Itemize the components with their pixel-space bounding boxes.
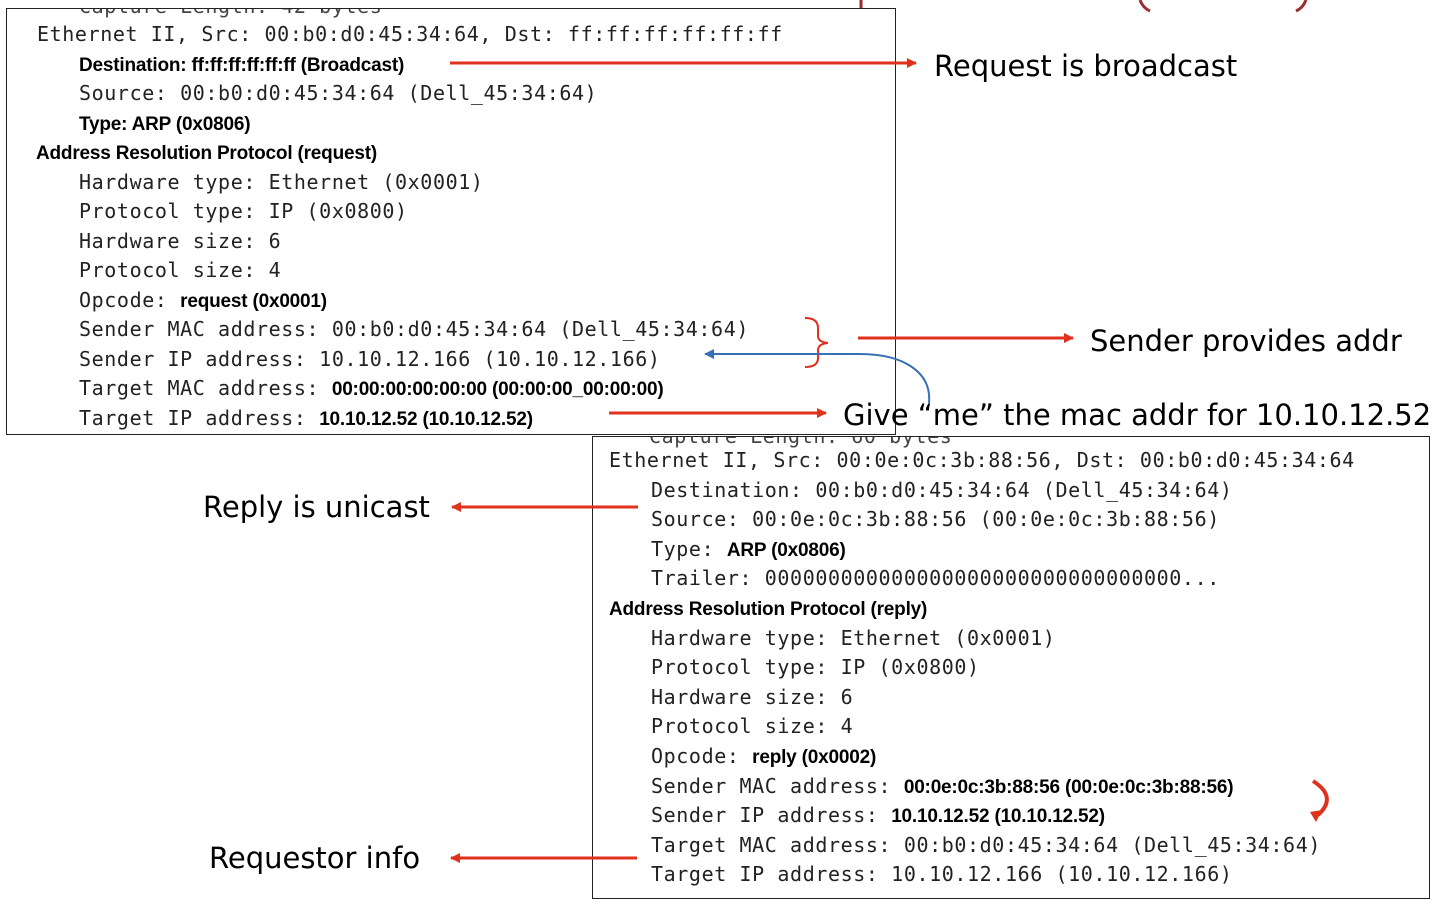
field-text: Source: 00:0e:0c:3b:88:56 (00:0e:0c:3b:8… — [651, 507, 1220, 532]
request-packet-line: Hardware type: Ethernet (0x0001) — [79, 169, 484, 195]
field-bold-text: 00:00:00:00:00:00 (00:00:00_00:00:00) — [331, 379, 664, 400]
request-packet-line: Destination: ff:ff:ff:ff:ff:ff (Broadcas… — [79, 51, 404, 79]
field-bold-text: Type: ARP (0x0806) — [79, 113, 251, 135]
note-give-me: Give “me” the mac addr for 10.10.12.52 — [843, 398, 1432, 432]
field-text: Destination: 00:b0:d0:45:34:64 (Dell_45:… — [651, 477, 1233, 502]
field-text: Hardware size: 6 — [79, 228, 282, 253]
arrow-give-me-curve — [704, 349, 931, 404]
field-bold-text: reply (0x0002) — [752, 747, 877, 768]
field-text: Target MAC address: 00:b0:d0:45:34:64 (D… — [651, 832, 1321, 857]
request-packet-line: Hardware size: 6 — [79, 228, 281, 254]
reply-packet-line: Sender MAC address: 00:0e:0c:3b:88:56 (0… — [651, 773, 1234, 801]
request-packet-line: Protocol type: IP (0x0800) — [79, 198, 408, 224]
field-text: Trailer: 0000000000000000000000000000000… — [651, 566, 1220, 591]
field-bold-text: 10.10.12.52 (10.10.12.52) — [891, 806, 1105, 828]
field-text: Opcode: — [651, 744, 753, 768]
field-text: Target IP address: 10.10.12.166 (10.10.1… — [651, 862, 1233, 887]
field-text: Type: — [651, 536, 727, 561]
reply-packet-line: Hardware type: Ethernet (0x0001) — [651, 625, 1056, 651]
reply-packet-line: Address Resolution Protocol (reply) — [609, 595, 927, 623]
note-sender-provides: Sender provides addr — [1090, 324, 1402, 358]
field-text: Target MAC address: — [79, 376, 332, 400]
request-packet-line: Sender MAC address: 00:b0:d0:45:34:64 (D… — [79, 316, 749, 342]
field-bold-text: Address Resolution Protocol (request) — [36, 143, 377, 164]
top-edge-paren-right — [1295, 0, 1308, 13]
request-packet-line: Address Resolution Protocol (request) — [36, 139, 377, 167]
request-packet-box: Capture Length: 42 bytes Ethernet II, Sr… — [6, 8, 896, 435]
field-text: Ethernet II, Src: 00:b0:d0:45:34:64, Dst… — [37, 22, 783, 46]
field-text: Protocol size: 4 — [79, 258, 282, 282]
field-text: Protocol type: IP (0x0800) — [651, 655, 980, 680]
field-text: Hardware size: 6 — [651, 684, 854, 709]
field-text: Hardware type: Ethernet (0x0001) — [79, 169, 484, 194]
reply-packet-line: Hardware size: 6 — [651, 684, 853, 710]
request-packet-line: Target IP address: 10.10.12.52 (10.10.12… — [79, 405, 533, 433]
reply-packet-line: Source: 00:0e:0c:3b:88:56 (00:0e:0c:3b:8… — [651, 506, 1220, 532]
field-text: Protocol size: 4 — [651, 714, 854, 739]
field-bold-text: 00:0e:0c:3b:88:56 (00:0e:0c:3b:88:56) — [903, 776, 1234, 798]
field-bold-text: Address Resolution Protocol (reply) — [609, 599, 928, 620]
reply-packet-line: Target IP address: 10.10.12.166 (10.10.1… — [651, 861, 1233, 887]
field-text: Hardware type: Ethernet (0x0001) — [651, 625, 1056, 650]
reply-cut-line: Capture Length: 60 bytes — [649, 436, 953, 448]
request-packet-line: Target MAC address: 00:00:00:00:00:00 (0… — [79, 375, 664, 403]
field-text: Ethernet II, Src: 00:0e:0c:3b:88:56, Dst… — [609, 448, 1355, 472]
request-cut-line: Capture Length: 42 bytes — [79, 9, 382, 19]
note-requestor-info: Requestor info — [209, 841, 421, 875]
field-bold-text: Destination: ff:ff:ff:ff:ff:ff (Broadcas… — [79, 54, 405, 76]
request-packet-line: Protocol size: 4 — [79, 257, 281, 283]
field-text: Opcode: — [79, 287, 181, 312]
request-packet-line: Opcode: request (0x0001) — [79, 287, 327, 315]
field-text: Source: 00:b0:d0:45:34:64 (Dell_45:34:64… — [79, 81, 598, 105]
request-packet-line: Source: 00:b0:d0:45:34:64 (Dell_45:34:64… — [79, 80, 597, 106]
reply-packet-line: Destination: 00:b0:d0:45:34:64 (Dell_45:… — [651, 477, 1233, 503]
top-edge-paren-left — [1138, 0, 1151, 13]
reply-packet-line: Target MAC address: 00:b0:d0:45:34:64 (D… — [651, 832, 1321, 858]
note-request-broadcast: Request is broadcast — [934, 49, 1238, 83]
reply-packet-line: Ethernet II, Src: 00:0e:0c:3b:88:56, Dst… — [609, 447, 1355, 473]
request-packet-line: Ethernet II, Src: 00:b0:d0:45:34:64, Dst… — [37, 21, 783, 47]
reply-packet-line: Opcode: reply (0x0002) — [651, 743, 876, 771]
swap-curve-arrow — [1311, 779, 1329, 817]
field-bold-text: ARP (0x0806) — [726, 539, 846, 561]
field-text: Protocol type: IP (0x0800) — [79, 199, 408, 223]
field-text: Sender IP address: — [651, 803, 892, 828]
field-text: Sender MAC address: 00:b0:d0:45:34:64 (D… — [79, 317, 749, 341]
reply-packet-line: Type: ARP (0x0806) — [651, 536, 846, 564]
field-bold-text: request (0x0001) — [180, 290, 327, 312]
request-packet-line: Sender IP address: 10.10.12.166 (10.10.1… — [79, 346, 661, 372]
sender-bracket — [804, 317, 829, 368]
reply-packet-box: Capture Length: 60 bytes Ethernet II, Sr… — [592, 436, 1430, 899]
swap-curve-arrowhead — [1310, 810, 1322, 822]
note-reply-unicast: Reply is unicast — [203, 490, 430, 524]
reply-packet-line: Protocol size: 4 — [651, 713, 853, 739]
field-text: Target IP address: — [79, 405, 320, 430]
field-bold-text: 10.10.12.52 (10.10.12.52) — [319, 408, 533, 430]
request-packet-line: Type: ARP (0x0806) — [79, 110, 251, 138]
field-text: Sender MAC address: — [651, 773, 904, 798]
reply-packet-line: Sender IP address: 10.10.12.52 (10.10.12… — [651, 802, 1105, 830]
field-text: Sender IP address: 10.10.12.166 (10.10.1… — [79, 346, 661, 371]
reply-packet-line: Trailer: 0000000000000000000000000000000… — [651, 565, 1220, 591]
reply-packet-line: Protocol type: IP (0x0800) — [651, 654, 980, 680]
